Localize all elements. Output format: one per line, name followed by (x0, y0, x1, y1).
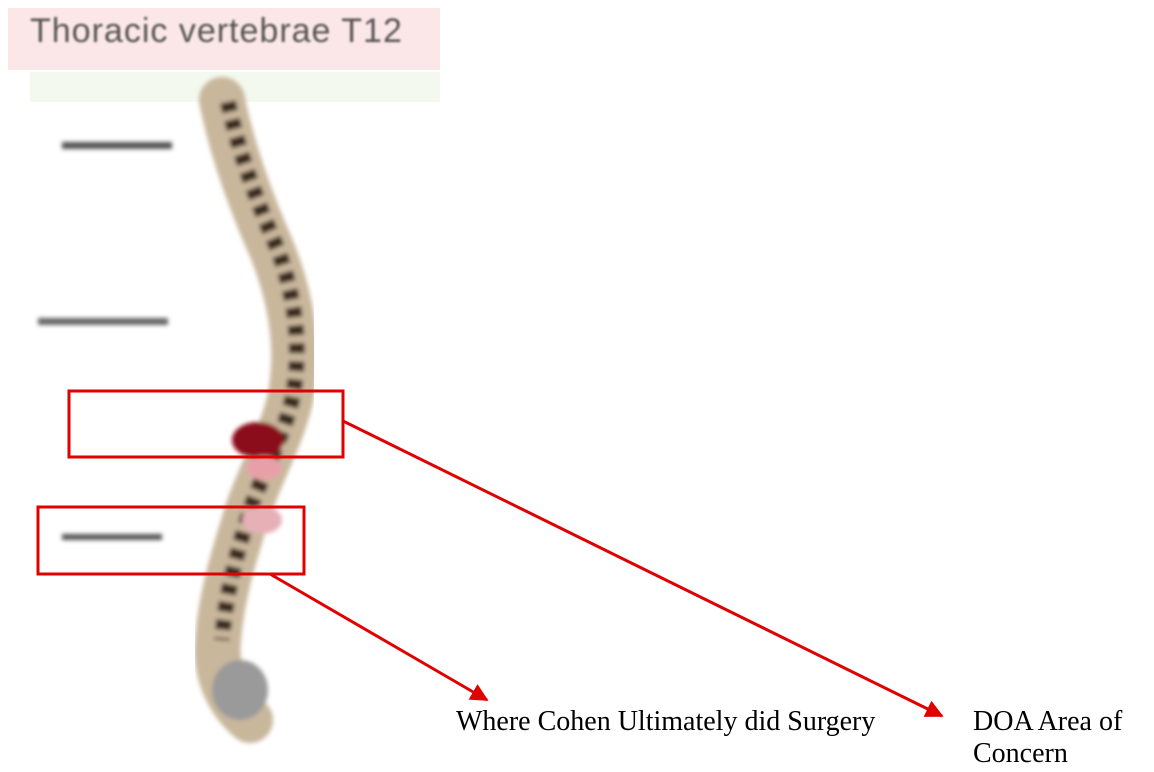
highlighted-vertebra (232, 422, 284, 458)
thoracic-label-blur (38, 318, 168, 325)
lumbar-label-blur (62, 534, 162, 540)
surgery-arrow (270, 574, 487, 700)
doa-caption: DOA Area of Concern (973, 706, 1153, 770)
doa-arrow (343, 421, 942, 716)
spine-region-labels (38, 142, 172, 540)
surgery-caption: Where Cohen Ultimately did Surgery (456, 706, 875, 738)
vertebral-column (212, 100, 297, 720)
cervical-label-blur (62, 142, 172, 149)
